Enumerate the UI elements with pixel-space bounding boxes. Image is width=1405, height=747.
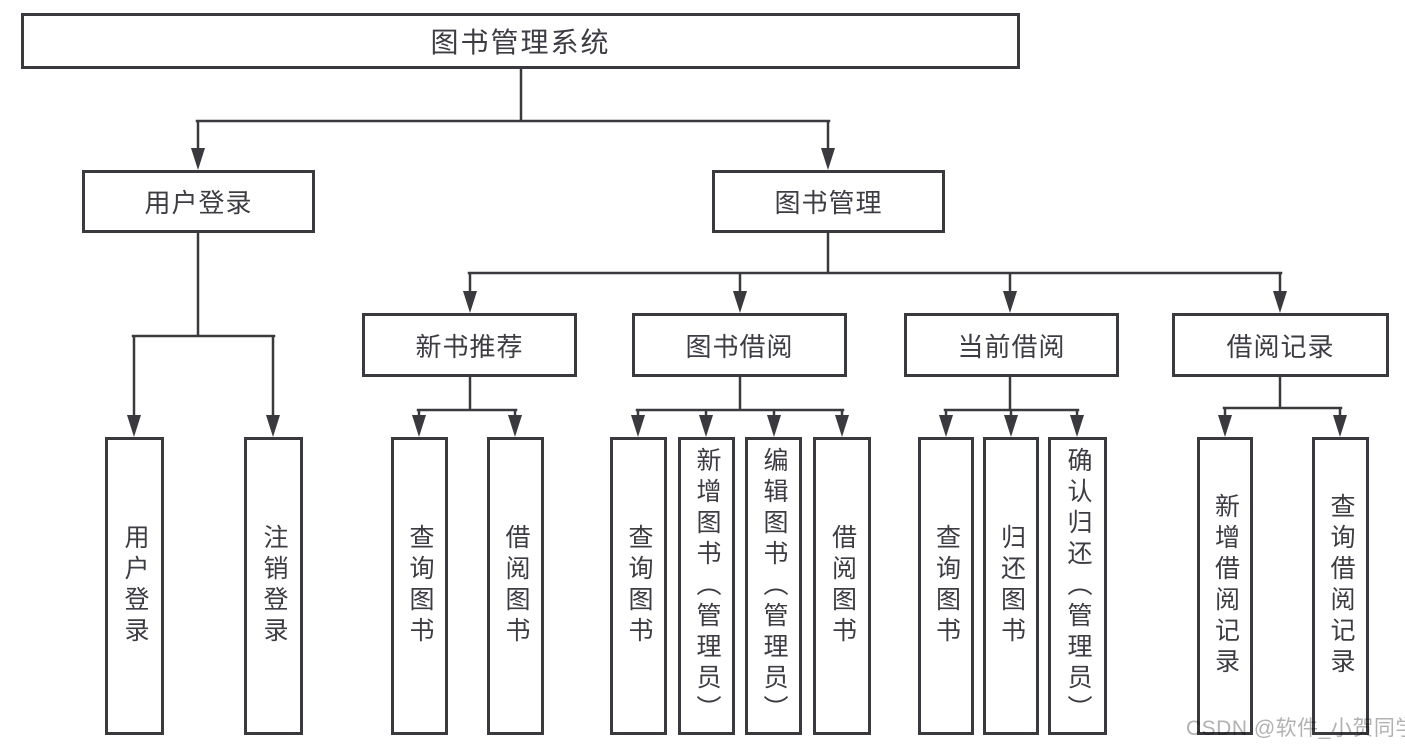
leaf-query-borrow-record: 查询借阅记录 [1312, 437, 1369, 735]
leaf-query-books-borrow: 查询图书 [610, 437, 667, 735]
leaf-borrow-books-rec: 借阅图书 [487, 437, 544, 735]
arrow-down-icon [767, 415, 781, 437]
leaf-confirm-return-admin: 确认归还（管理员） [1048, 437, 1107, 735]
connector-line [943, 375, 1080, 420]
connector-line [1222, 375, 1343, 420]
connector-line [467, 231, 1283, 294]
arrow-down-icon [631, 415, 645, 437]
leaf-query-books-rec: 查询图书 [391, 437, 448, 735]
connector-current-borrow-to-leaves [939, 375, 1084, 437]
leaf-return-book: 归还图书 [983, 437, 1039, 735]
leaf-logout: 注销登录 [244, 437, 303, 735]
connector-line [416, 375, 518, 420]
arrow-down-icon [412, 415, 426, 437]
arrow-down-icon [1070, 415, 1084, 437]
arrow-down-icon [1273, 291, 1287, 313]
arrow-down-icon [463, 291, 477, 313]
leaf-query-books-current: 查询图书 [918, 437, 974, 735]
node-new-book-rec: 新书推荐 [362, 313, 577, 377]
leaf-borrow-books-borrow: 借阅图书 [813, 437, 871, 735]
arrow-down-icon [1003, 291, 1017, 313]
connector-borrow-records-to-leaves [1218, 375, 1347, 437]
node-user-login: 用户登录 [82, 170, 315, 233]
node-book-borrow: 图书借阅 [632, 313, 847, 377]
leaf-add-borrow-record: 新增借阅记录 [1197, 437, 1253, 735]
connector-new-book-rec-to-leaves [412, 375, 522, 437]
csdn-watermark: CSDN @软件_小贺同学 [1186, 717, 1405, 740]
arrow-down-icon [508, 415, 522, 437]
arrow-down-icon [1333, 415, 1347, 437]
arrow-down-icon [835, 415, 849, 437]
connector-line [131, 232, 276, 418]
arrow-down-icon [266, 415, 280, 437]
arrow-down-icon [733, 291, 747, 313]
arrow-down-icon [127, 415, 141, 437]
leaf-add-book-admin: 新增图书（管理员） [678, 437, 735, 735]
leaf-edit-book-admin: 编辑图书（管理员） [745, 437, 802, 735]
connector-book-borrow-to-leaves [631, 375, 849, 437]
node-book-mgmt: 图书管理 [712, 170, 945, 233]
node-current-borrow: 当前借阅 [904, 313, 1119, 377]
connector-line [195, 67, 831, 152]
node-root: 图书管理系统 [21, 13, 1020, 69]
arrow-down-icon [191, 148, 205, 170]
arrow-down-icon [821, 148, 835, 170]
arrow-down-icon [939, 415, 953, 437]
connector-user-login-to-leaves [127, 232, 280, 437]
arrow-down-icon [1218, 415, 1232, 437]
node-borrow-records: 借阅记录 [1172, 313, 1389, 377]
leaf-user-login: 用户登录 [105, 437, 164, 735]
connector-root-to-level2 [191, 67, 835, 170]
connector-book-mgmt-to-level3 [463, 231, 1287, 313]
connector-line [635, 375, 845, 420]
arrow-down-icon [699, 415, 713, 437]
arrow-down-icon [1004, 415, 1018, 437]
